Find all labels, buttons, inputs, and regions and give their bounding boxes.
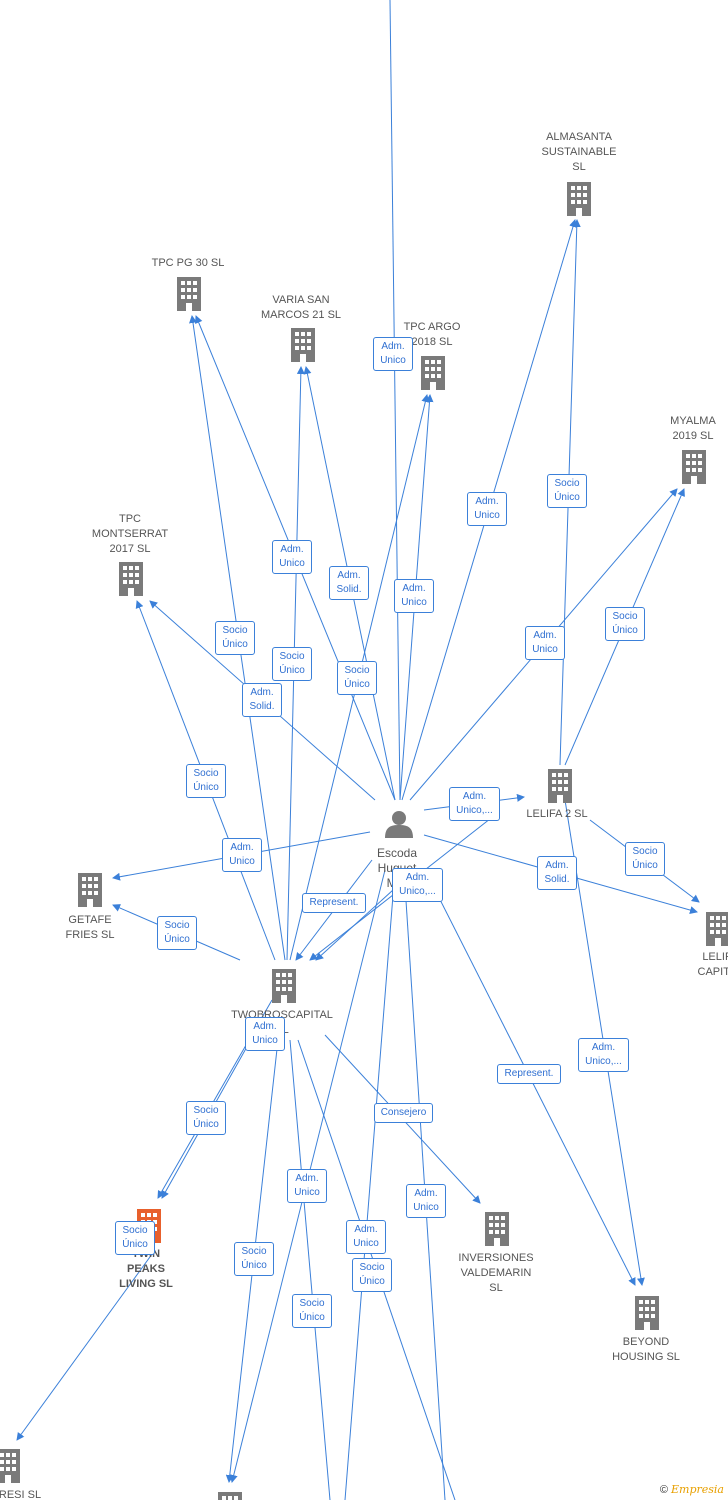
- edge-label[interactable]: Represent.: [497, 1064, 561, 1084]
- building-icon: [706, 912, 728, 946]
- edge-label[interactable]: Adm.Unico: [525, 626, 565, 660]
- edge-label[interactable]: Adm.Unico: [394, 579, 434, 613]
- node-label-resi[interactable]: RESI SL: [0, 1489, 42, 1501]
- building-icon: [635, 1296, 659, 1330]
- building-icon: [218, 1492, 242, 1500]
- edge-label[interactable]: Adm.Unico: [373, 337, 413, 371]
- edge-label[interactable]: Adm.Unico: [222, 838, 262, 872]
- building-icon: [548, 769, 572, 803]
- edge-label[interactable]: Adm.Unico,...: [392, 868, 443, 902]
- person-icon: [385, 811, 413, 838]
- edge-label[interactable]: Adm.Unico: [467, 492, 507, 526]
- edge-line: [289, 1039, 331, 1500]
- edge-label[interactable]: Adm.Unico: [245, 1017, 285, 1051]
- edge-label[interactable]: Adm.Solid.: [329, 566, 369, 600]
- building-icon: [119, 562, 143, 596]
- building-icon: [567, 182, 591, 216]
- edge-label[interactable]: Adm.Unico,...: [578, 1038, 629, 1072]
- edge-line: [344, 869, 396, 1500]
- building-icon: [272, 969, 296, 1003]
- building-icon: [291, 328, 315, 362]
- node-label-lelifa-capital[interactable]: LELIFCAPITA: [697, 951, 728, 978]
- node-label-lelifa-2[interactable]: LELIFA 2 SL: [526, 808, 588, 820]
- edge-label[interactable]: Adm.Unico: [346, 1220, 386, 1254]
- edge-label[interactable]: Adm.Unico,...: [449, 787, 500, 821]
- edge-label[interactable]: Adm.Solid.: [242, 683, 282, 717]
- building-icon: [485, 1212, 509, 1246]
- node-label-twin-peaks[interactable]: TWINPEAKSLIVING SL: [119, 1248, 173, 1290]
- building-icon: [78, 873, 102, 907]
- edge-label[interactable]: Adm.Solid.: [537, 856, 577, 890]
- building-icon: [0, 1449, 20, 1483]
- copyright-footer[interactable]: © Empresia: [659, 1483, 724, 1496]
- building-icon: [421, 356, 445, 390]
- edge-label[interactable]: Consejero: [374, 1103, 433, 1123]
- node-label-tpc-pg-30[interactable]: TPC PG 30 SL: [151, 257, 225, 269]
- edge-line: [16, 1249, 156, 1441]
- building-icon: [177, 277, 201, 311]
- edge-label[interactable]: Adm.Unico: [287, 1169, 327, 1203]
- edge-label[interactable]: Adm.Unico: [272, 540, 312, 574]
- edge-line: [389, 0, 401, 801]
- edge-label[interactable]: Adm.Unico: [406, 1184, 446, 1218]
- building-icon: [682, 450, 706, 484]
- edge-label[interactable]: Represent.: [302, 893, 366, 913]
